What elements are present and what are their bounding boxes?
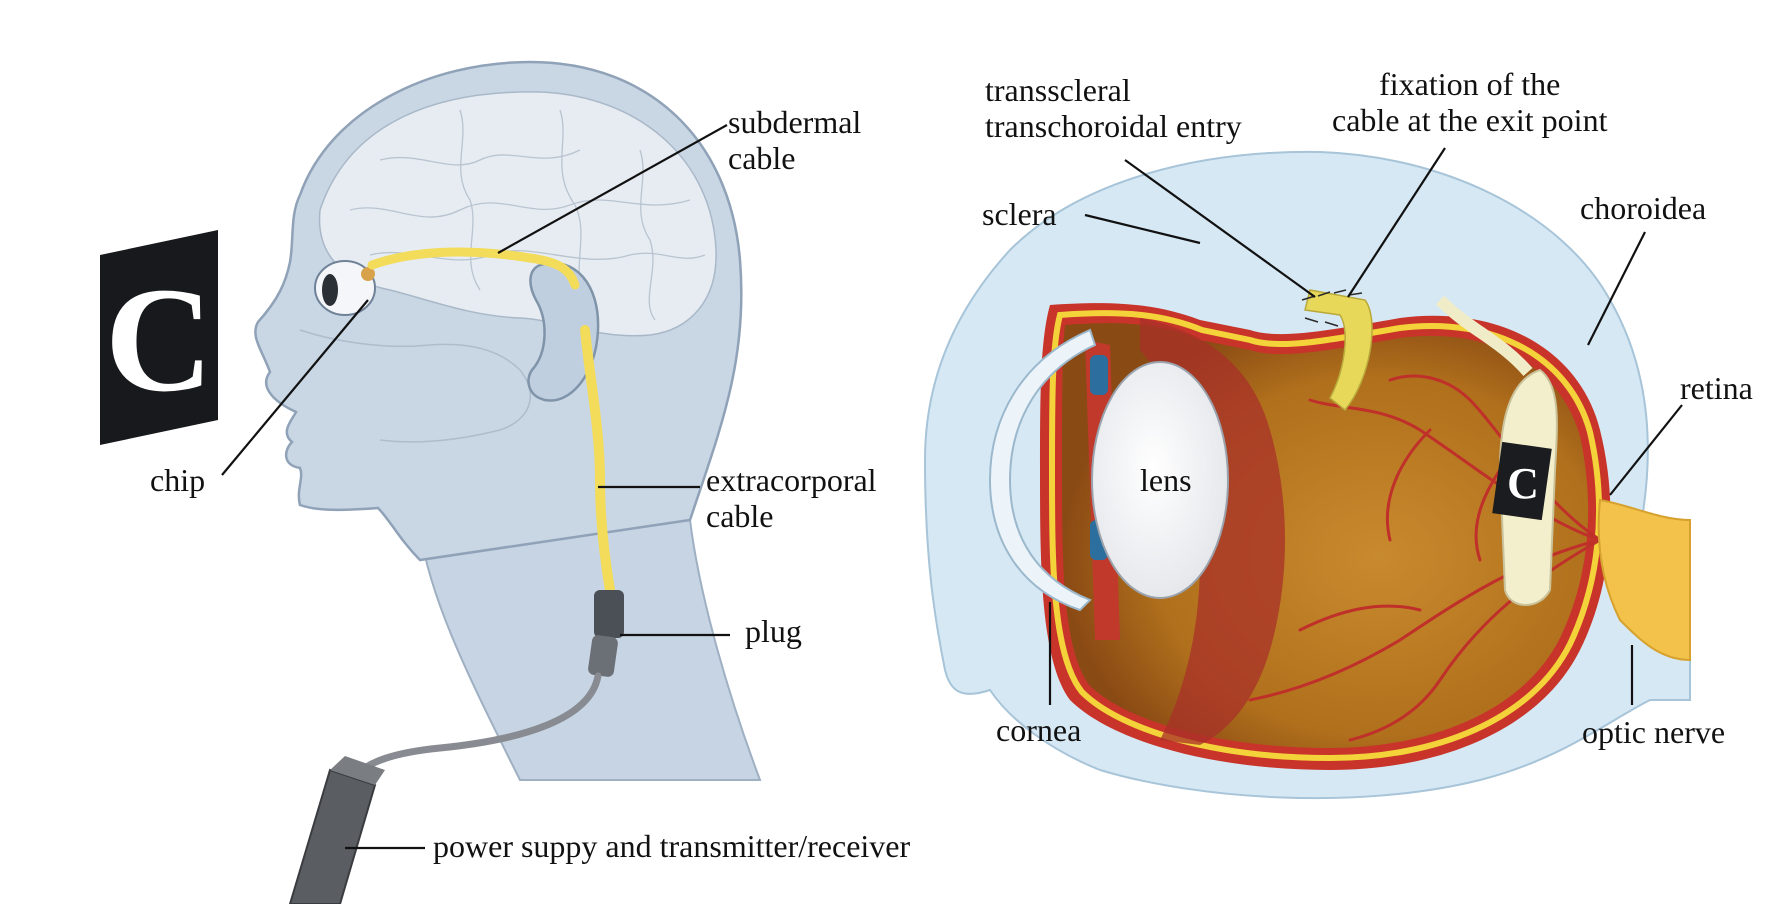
- lens-shape: [1091, 361, 1229, 599]
- label-sclera: sclera: [982, 196, 1057, 232]
- leader-transscleral: [1124, 159, 1316, 298]
- label-lens: lens: [1140, 462, 1192, 498]
- label-subdermal-cable-line-1: subdermal: [728, 104, 862, 140]
- power-supply-box: [288, 756, 385, 905]
- leader-sclera: [1084, 213, 1201, 245]
- optic-nerve-shape: [1597, 498, 1691, 662]
- iris-blue-top: [1090, 355, 1108, 395]
- retinal-implant: C: [1435, 295, 1558, 606]
- leader-choroidea: [1587, 231, 1646, 346]
- label-fixation: fixation of the cable at the exit point: [1332, 66, 1607, 138]
- subdermal-cable: [367, 247, 580, 290]
- ear: [527, 261, 600, 402]
- extracorporal-cable: [580, 325, 615, 595]
- label-retina: retina: [1680, 370, 1753, 406]
- label-optic-nerve: optic nerve: [1582, 714, 1726, 750]
- neck: [418, 518, 762, 781]
- label-fixation-line-2: cable at the exit point: [1332, 102, 1608, 138]
- label-transscleral: transscleral transchoroidal entry: [985, 72, 1242, 144]
- head-illustration: [254, 60, 762, 905]
- leader-retina: [1609, 404, 1683, 496]
- eye-cross-section: C: [923, 150, 1691, 800]
- cornea-shape: [988, 328, 1097, 612]
- brain: [318, 91, 717, 337]
- label-transscleral-line-1: transscleral: [985, 72, 1131, 108]
- leader-lines: [221, 124, 1683, 850]
- label-transscleral-line-2: transchoroidal entry: [985, 108, 1242, 144]
- label-extracorporal-cable-line-1: extracorporal: [706, 462, 877, 498]
- label-power-supply: power suppy and transmitter/receiver: [433, 828, 911, 864]
- label-subdermal-cable: subdermal cable: [728, 104, 861, 176]
- plug: [588, 590, 624, 677]
- power-cable: [346, 672, 602, 786]
- label-choroidea: choroidea: [1580, 190, 1707, 226]
- eye-chart-card: C: [100, 230, 218, 445]
- eye-chart-letter: C: [105, 257, 213, 423]
- label-chip: chip: [150, 462, 206, 498]
- label-extracorporal-cable: extracorporal cable: [706, 462, 877, 534]
- label-subdermal-cable-line-2: cable: [728, 140, 796, 176]
- head-eye-implant: [361, 267, 375, 281]
- label-cornea: cornea: [996, 712, 1082, 748]
- head-eye-pupil: [322, 274, 338, 306]
- label-extracorporal-cable-line-2: cable: [706, 498, 774, 534]
- leader-chip: [221, 299, 369, 476]
- transscleral-cable: [1304, 289, 1373, 412]
- label-fixation-line-1: fixation of the: [1379, 66, 1561, 102]
- leader-subdermal-cable: [497, 124, 728, 254]
- leader-fixation: [1347, 147, 1446, 298]
- label-plug: plug: [745, 613, 802, 649]
- implant-letter: C: [1507, 459, 1539, 508]
- fixation-sutures: [1301, 289, 1363, 327]
- skull-outline: [299, 329, 531, 443]
